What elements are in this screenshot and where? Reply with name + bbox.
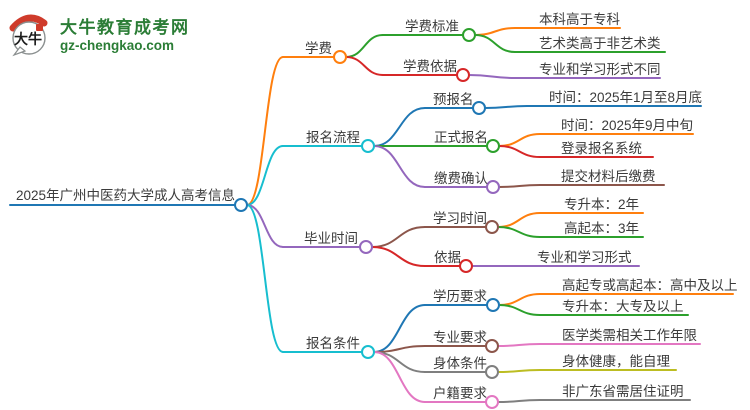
link-zhuanshengben-2y — [497, 212, 541, 228]
link-basis — [371, 246, 426, 267]
link-physical-condition — [373, 351, 426, 373]
leaf-zhuanshengben-2y: 专升本：2年 — [564, 197, 640, 212]
site-domain: gz-chengkao.com — [60, 37, 175, 53]
node-registration-requirements: 报名条件 — [306, 336, 360, 351]
node-residency-requirement: 户籍要求 — [433, 386, 487, 401]
leaf-art-higher: 艺术类高于非艺术类 — [539, 36, 661, 51]
node-toggle-root[interactable] — [234, 198, 248, 212]
node-payment-confirmation: 缴费确认 — [434, 171, 488, 186]
leaf-major-study-form: 专业和学习形式 — [537, 250, 632, 265]
node-study-duration: 学习时间 — [433, 211, 487, 226]
leaf-pay-after-materials: 提交材料后缴费 — [561, 169, 656, 184]
link-non-guangdong-permit — [497, 399, 541, 403]
node-tuition-basis: 学费依据 — [403, 59, 457, 74]
leaf-major-study-form-differs: 专业和学习形式不同 — [539, 62, 661, 77]
link-root-graduation-time — [246, 204, 284, 248]
node-pre-registration: 预报名 — [433, 92, 474, 107]
node-education-requirement: 学历要求 — [433, 289, 487, 304]
link-tuition-basis — [345, 56, 384, 76]
node-toggle-tuition[interactable] — [333, 50, 347, 64]
node-toggle-tuition-basis[interactable] — [456, 68, 470, 82]
node-toggle-major-requirement[interactable] — [485, 339, 499, 353]
node-toggle-tuition-standard[interactable] — [462, 28, 476, 42]
leaf-pre-registration-time: 时间：2025年1月至8月底 — [549, 90, 703, 105]
node-tuition: 学费 — [305, 41, 332, 56]
logo-seal — [36, 24, 43, 31]
node-toggle-graduation-time[interactable] — [359, 240, 373, 254]
link-zsb-college — [498, 304, 541, 316]
link-root-tuition — [246, 56, 284, 206]
node-tuition-standard: 学费标准 — [405, 19, 459, 34]
node-formal-registration: 正式报名 — [434, 130, 488, 145]
leaf-medical-work-years: 医学类需相关工作年限 — [562, 328, 697, 343]
node-toggle-payment-confirmation[interactable] — [486, 180, 500, 194]
leaf-zsb-college: 专升本：大专及以上 — [562, 299, 684, 314]
node-toggle-pre-registration[interactable] — [472, 101, 486, 115]
link-art-higher — [474, 34, 516, 53]
node-toggle-registration-requirements[interactable] — [361, 345, 375, 359]
leaf-non-guangdong-permit: 非广东省需居住证明 — [562, 384, 684, 399]
node-toggle-study-duration[interactable] — [485, 220, 499, 234]
leaf-healthy-selfcare: 身体健康，能自理 — [562, 354, 670, 369]
daniu-bubble-icon: 大牛 — [9, 14, 48, 57]
logo-bubble-text: 大牛 — [14, 31, 42, 47]
node-basis: 依据 — [434, 250, 461, 265]
node-root-title: 2025年广州中医药大学成人高考信息 — [16, 188, 236, 203]
node-registration-process: 报名流程 — [306, 130, 360, 145]
leaf-gaoqi-highschool: 高起专或高起本：高中及以上 — [562, 278, 738, 293]
node-toggle-formal-registration[interactable] — [486, 139, 500, 153]
leaf-gaoqiben-3y: 高起本：3年 — [564, 221, 640, 236]
link-major-study-form-differs — [468, 74, 516, 79]
leaf-login-system: 登录报名系统 — [561, 141, 642, 156]
node-toggle-residency-requirement[interactable] — [485, 395, 499, 409]
node-toggle-education-requirement[interactable] — [486, 298, 500, 312]
link-root-registration-requirements — [246, 204, 284, 353]
link-tuition-standard — [345, 34, 384, 58]
site-name: 大牛教育成考网 — [60, 17, 190, 37]
link-root-registration-process — [246, 145, 284, 206]
link-education-requirement — [373, 304, 426, 353]
site-logo[interactable]: 大牛 大牛教育成考网 gz-chengkao.com — [8, 10, 190, 60]
node-toggle-registration-process[interactable] — [361, 139, 375, 153]
link-residency-requirement — [373, 351, 426, 403]
link-major-requirement — [373, 345, 426, 353]
link-payment-confirmation — [373, 145, 426, 188]
node-major-requirement: 专业要求 — [433, 330, 487, 345]
link-healthy-selfcare — [497, 369, 541, 373]
link-gaoqi-highschool — [498, 293, 541, 306]
logo-red-arc — [9, 14, 48, 32]
link-gaoqiben-3y — [497, 226, 541, 238]
leaf-formal-registration-time: 时间：2025年9月中旬 — [561, 118, 694, 133]
link-medical-work-years — [497, 343, 541, 347]
link-formal-registration-time — [498, 133, 541, 147]
node-graduation-time: 毕业时间 — [304, 231, 358, 246]
node-toggle-basis[interactable] — [459, 259, 473, 273]
link-study-duration — [371, 226, 426, 248]
link-pre-registration — [373, 107, 426, 147]
node-physical-condition: 身体条件 — [433, 356, 487, 371]
link-pre-registration-time — [484, 105, 528, 109]
node-toggle-physical-condition[interactable] — [485, 365, 499, 379]
leaf-undergrad-higher: 本科高于专科 — [539, 12, 620, 27]
link-login-system — [498, 145, 541, 158]
link-pay-after-materials — [498, 184, 541, 188]
link-undergrad-higher — [474, 27, 516, 36]
logo-bubble-tail — [12, 46, 27, 57]
